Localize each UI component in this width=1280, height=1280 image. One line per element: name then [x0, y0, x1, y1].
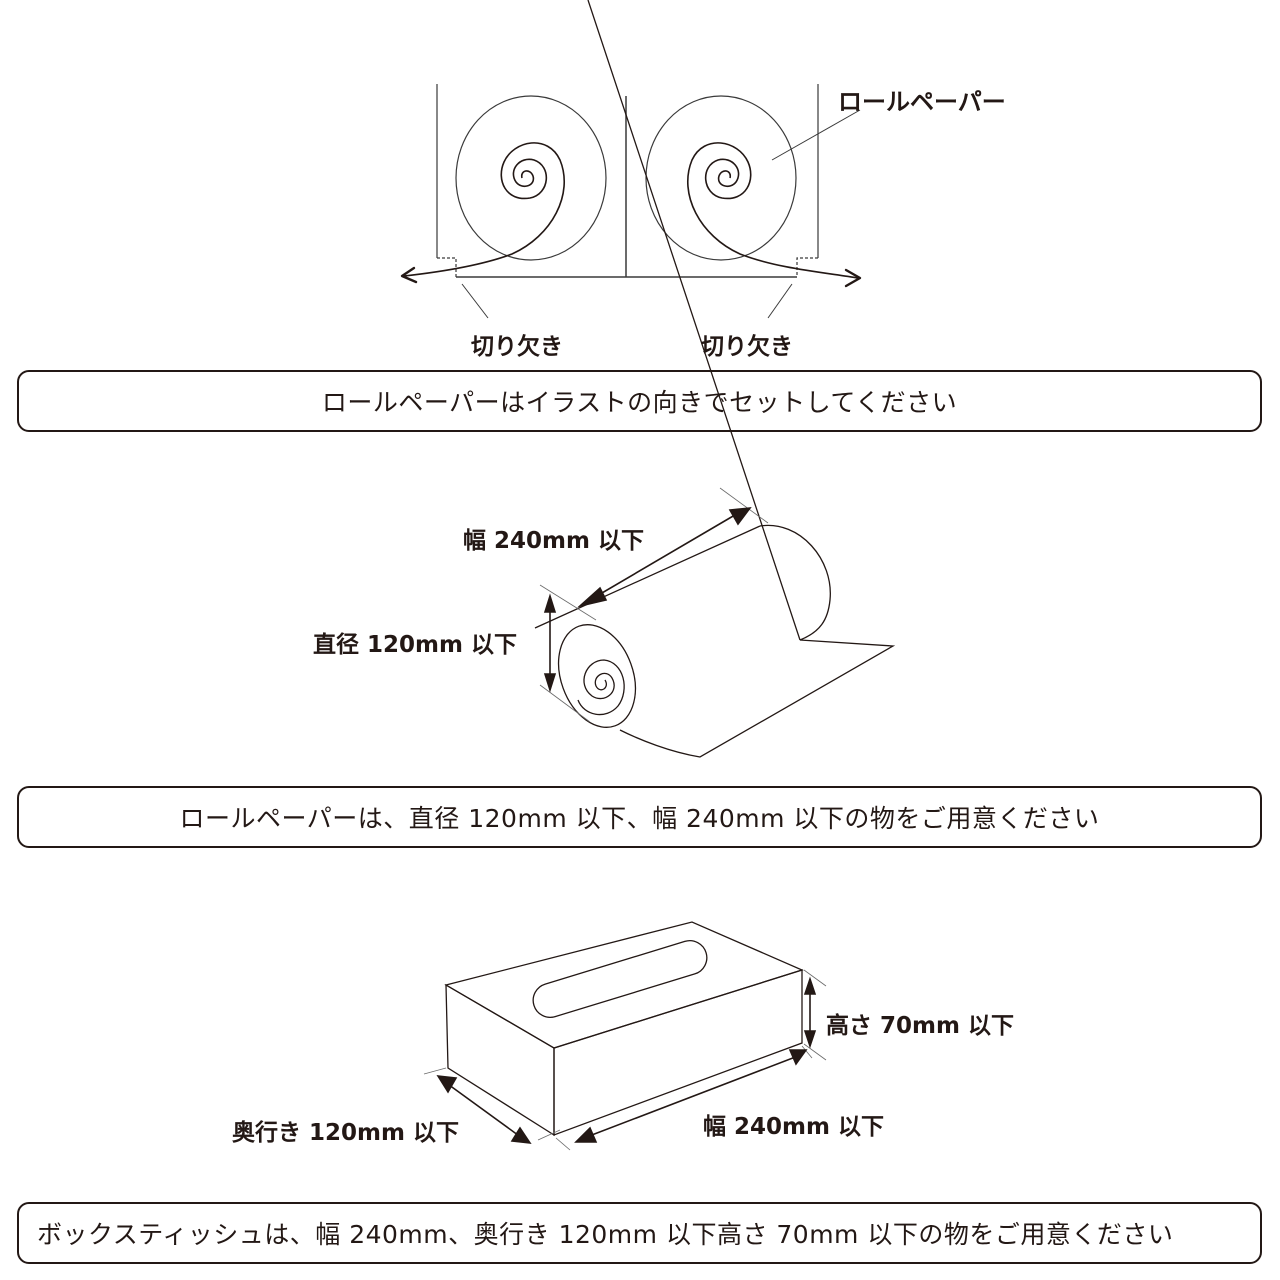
arrowhead-icon — [577, 586, 608, 608]
arrowhead-icon — [728, 507, 752, 526]
roll-width-label: 幅 240mm 以下 — [463, 528, 644, 554]
arrowhead-icon — [436, 1075, 458, 1094]
roll-paper-label: ロールペーパー — [838, 88, 1006, 116]
box-tissue-note: ボックスティッシュは、幅 240mm、奥行き 120mm 以下高さ 70mm 以… — [17, 1202, 1262, 1264]
roll-orientation-note: ロールペーパーはイラストの向きでセットしてください — [17, 370, 1262, 432]
arrowhead-icon — [543, 593, 557, 613]
arrowhead-icon — [803, 1030, 817, 1049]
arrow-left-icon — [400, 266, 418, 284]
box-height-label: 高さ 70mm 以下 — [826, 1013, 1014, 1039]
roll-diameter-label: 直径 120mm 以下 — [313, 632, 517, 658]
notch-label-left: 切り欠き — [471, 334, 563, 360]
roll-size-note: ロールペーパーは、直径 120mm 以下、幅 240mm 以下の物をご用意くださ… — [17, 786, 1262, 848]
box-depth-label: 奥行き 120mm 以下 — [232, 1120, 459, 1146]
arrowhead-icon — [788, 1049, 808, 1066]
arrowhead-icon — [510, 1126, 532, 1144]
arrowhead-icon — [803, 976, 817, 995]
notch-label-right: 切り欠き — [701, 334, 793, 360]
arrowhead-icon — [543, 673, 557, 693]
arrow-right-icon — [844, 268, 862, 288]
arrowhead-icon — [574, 1126, 598, 1143]
box-width-label: 幅 240mm 以下 — [703, 1114, 884, 1140]
